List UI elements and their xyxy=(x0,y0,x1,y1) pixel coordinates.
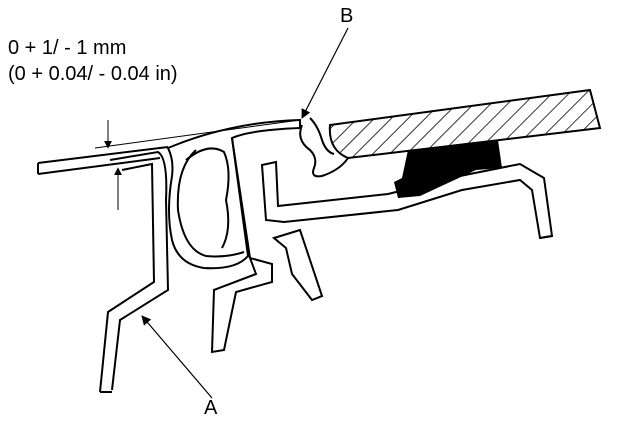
tolerance-inch-label: (0 + 0.04/ - 0.04 in) xyxy=(8,63,178,85)
body-flange xyxy=(99,150,170,393)
windshield-glass xyxy=(328,88,602,160)
upper-molding xyxy=(166,118,301,270)
retainer-clip xyxy=(210,228,324,354)
callout-leaders xyxy=(141,27,349,399)
measurement-guides xyxy=(94,119,301,210)
tolerance-mm-label: 0 + 1/ - 1 mm xyxy=(8,37,127,59)
windshield-dam xyxy=(260,160,554,240)
roof-panel xyxy=(37,146,169,175)
callout-b-label: B xyxy=(340,5,354,27)
adhesive-bead xyxy=(394,140,502,198)
callout-a-label: A xyxy=(204,397,218,419)
glass-edge-seal-clip xyxy=(299,117,349,178)
